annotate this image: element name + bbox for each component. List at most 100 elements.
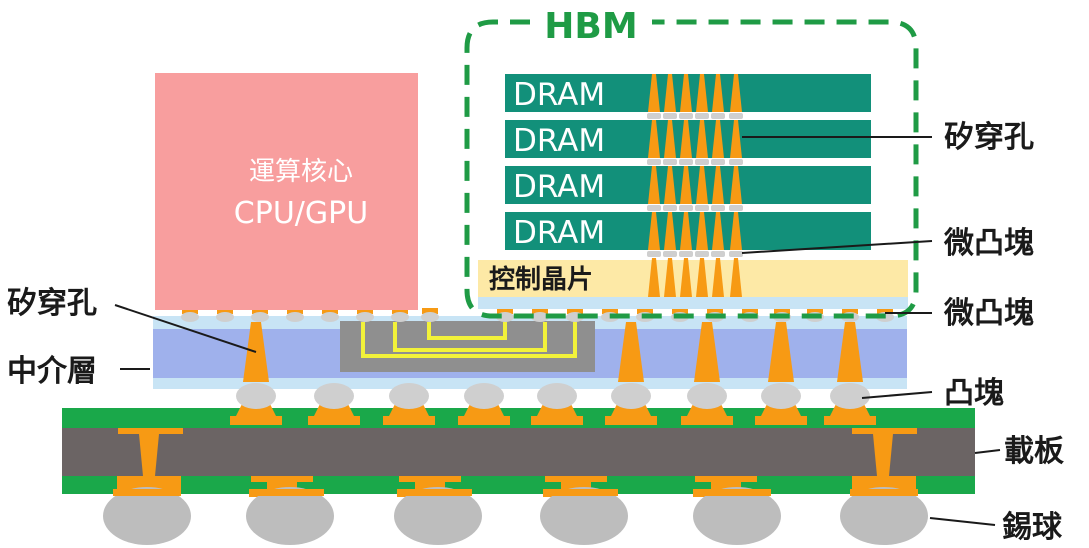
bump xyxy=(314,383,354,409)
bump-base xyxy=(755,416,807,425)
hbm-micro-bump xyxy=(647,159,661,165)
bump xyxy=(830,383,870,409)
hbm-micro-bump xyxy=(711,251,725,257)
hbm-micro-bump xyxy=(711,205,725,211)
interposer-bridge xyxy=(340,321,595,372)
hbm-tsv xyxy=(712,74,724,112)
hbm-micro-bump xyxy=(695,205,709,211)
interposer-bottom-layer xyxy=(153,378,907,389)
dram-label: DRAM xyxy=(513,169,605,205)
micro-bump xyxy=(321,312,339,322)
micro-bump-pad xyxy=(182,308,198,314)
hbm-micro-bump xyxy=(647,205,661,211)
callout-lines xyxy=(114,136,1001,526)
micro-bump-pad xyxy=(252,308,268,314)
micro-bump-pad xyxy=(742,308,758,314)
hbm-tsv xyxy=(648,166,660,204)
bump-base xyxy=(308,416,360,425)
bump-base xyxy=(824,416,876,425)
bump xyxy=(687,383,727,409)
hbm-outline xyxy=(464,19,919,319)
micro-bump-pad xyxy=(672,308,688,314)
hbm-micro-bump xyxy=(711,113,725,119)
micro-bump-pad xyxy=(637,308,653,314)
micro-bump xyxy=(531,312,549,322)
bottom-pad-top xyxy=(399,476,461,482)
micro-bump xyxy=(251,312,269,322)
solder-ball-pad xyxy=(113,489,181,496)
hbm-tsv xyxy=(696,120,708,158)
hbm-micro-bump xyxy=(663,205,677,211)
hbm-tsv xyxy=(648,120,660,158)
hbm-tsv xyxy=(730,74,742,112)
hbm-tsv xyxy=(712,258,724,297)
substrate-top-skin xyxy=(62,408,975,428)
micro-bump xyxy=(286,312,304,322)
hbm-tsv xyxy=(680,120,692,158)
solder-ball xyxy=(693,487,781,545)
substrate-core xyxy=(62,428,975,476)
hbm-micro-bump xyxy=(729,159,743,165)
hbm-micro-bump xyxy=(679,251,693,257)
bump xyxy=(464,383,504,409)
hbm-tsv xyxy=(664,120,676,158)
callout-interposer: 中介層 xyxy=(7,354,97,389)
bumps xyxy=(230,383,876,425)
solder-ball xyxy=(840,487,928,545)
callout-tsv-right: 矽穿孔 xyxy=(944,120,1034,155)
interposer-tsv xyxy=(618,322,644,382)
callout-microbump-lower: 微凸塊 xyxy=(943,296,1034,331)
bump-base xyxy=(681,416,733,425)
micro-bump-pad xyxy=(842,308,858,314)
callout-microbump-upper: 微凸塊 xyxy=(943,226,1034,261)
interposer-micro-bumps xyxy=(181,308,894,322)
micro-bump xyxy=(181,312,199,322)
dram-label: DRAM xyxy=(513,77,605,113)
hbm-micro-bump xyxy=(695,159,709,165)
hbm-tsv xyxy=(648,258,660,297)
substrate-bottom-skin xyxy=(62,476,975,494)
micro-bump-pad xyxy=(774,308,790,314)
hbm-tsv xyxy=(648,212,660,250)
micro-bump xyxy=(356,312,374,322)
hbm-tsv xyxy=(648,74,660,112)
hbm-micro-bump xyxy=(663,251,677,257)
compute-label-line1: 運算核心 xyxy=(249,157,353,187)
controller-label: 控制晶片 xyxy=(489,265,593,295)
hbm-tsv xyxy=(680,212,692,250)
bump-base xyxy=(458,416,510,425)
hbm-micro-bump xyxy=(729,113,743,119)
hbm-tsv xyxy=(680,74,692,112)
hbm-tsv xyxy=(664,258,676,297)
solder-balls xyxy=(103,487,928,545)
compute-label-line2: CPU/GPU xyxy=(234,196,368,231)
micro-bump-pad xyxy=(877,308,893,314)
micro-bump xyxy=(216,312,234,322)
micro-bump-pad xyxy=(217,308,233,314)
hbm-micro-bump xyxy=(729,205,743,211)
bump-base xyxy=(383,416,435,425)
hbm-micro-bump xyxy=(647,113,661,119)
micro-bump-pad xyxy=(422,308,438,314)
micro-bump-pad xyxy=(532,308,548,314)
hbm-micro-bump xyxy=(679,159,693,165)
hbm-tsv xyxy=(730,166,742,204)
hbm-tsv xyxy=(696,166,708,204)
hbm-micro-bump xyxy=(663,113,677,119)
bump xyxy=(761,383,801,409)
bump xyxy=(236,383,276,409)
hbm-tsv xyxy=(712,120,724,158)
compute-die xyxy=(155,73,418,310)
hbm-tsv xyxy=(664,74,676,112)
bump-base xyxy=(531,416,583,425)
interposer-tsvs xyxy=(243,322,863,382)
hbm-micro-bump xyxy=(711,159,725,165)
bump-base xyxy=(230,416,282,425)
hbm-tsv xyxy=(696,74,708,112)
hbm-tsv xyxy=(664,166,676,204)
hbm-micro-bump xyxy=(695,113,709,119)
micro-bump-pad xyxy=(602,308,618,314)
solder-ball-pad xyxy=(256,489,324,496)
micro-bump xyxy=(421,312,439,322)
